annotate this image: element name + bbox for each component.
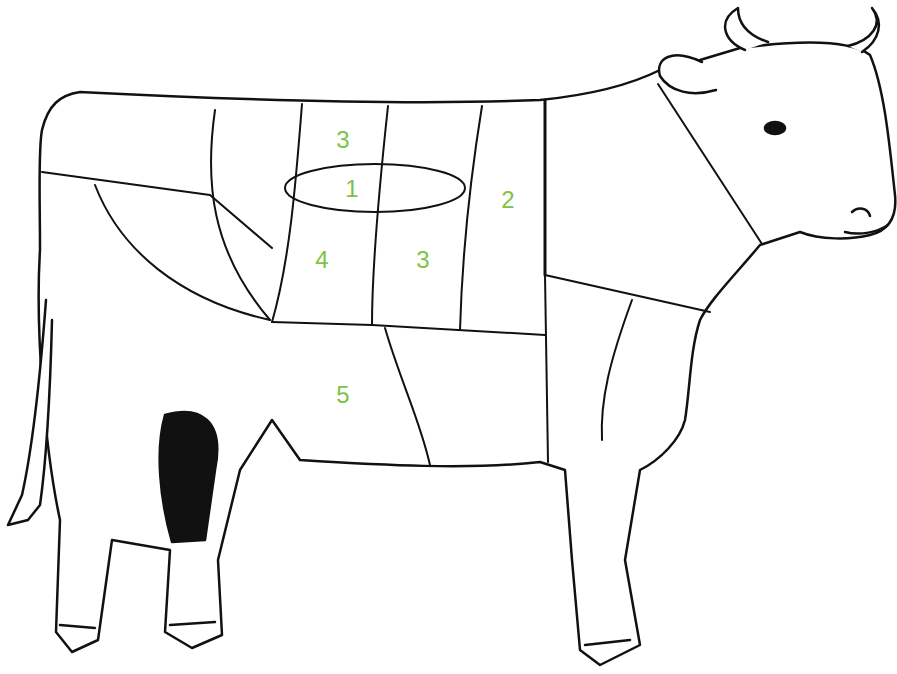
cut-line: [211, 110, 270, 320]
cut-line: [372, 106, 388, 325]
horn: [848, 8, 879, 52]
hoof: [585, 640, 630, 645]
horn: [725, 8, 768, 50]
cut-line: [285, 164, 465, 212]
tail: [8, 300, 52, 525]
cut-line: [658, 84, 762, 244]
cut-line: [545, 275, 710, 312]
leg-shading: [160, 412, 218, 542]
cow-outline: [39, 43, 896, 665]
hoof: [170, 622, 215, 625]
callout-number: 4: [315, 248, 328, 272]
cut-line: [385, 328, 430, 465]
mouth: [845, 225, 888, 234]
callout-number: 3: [416, 248, 429, 272]
cut-line: [42, 172, 272, 248]
callout-number: 1: [345, 177, 358, 201]
cut-line: [545, 275, 548, 462]
eye: [765, 122, 785, 134]
cut-line: [95, 185, 270, 320]
callout-number: 3: [336, 128, 349, 152]
cut-line: [272, 104, 302, 322]
ear: [659, 55, 716, 93]
callout-number: 2: [501, 188, 514, 212]
cut-line: [544, 100, 547, 275]
cut-line: [602, 300, 632, 440]
callout-number: 5: [336, 383, 349, 407]
hoof: [60, 625, 95, 628]
cut-line: [272, 322, 545, 335]
cut-line: [460, 106, 482, 330]
nostril: [852, 209, 870, 216]
